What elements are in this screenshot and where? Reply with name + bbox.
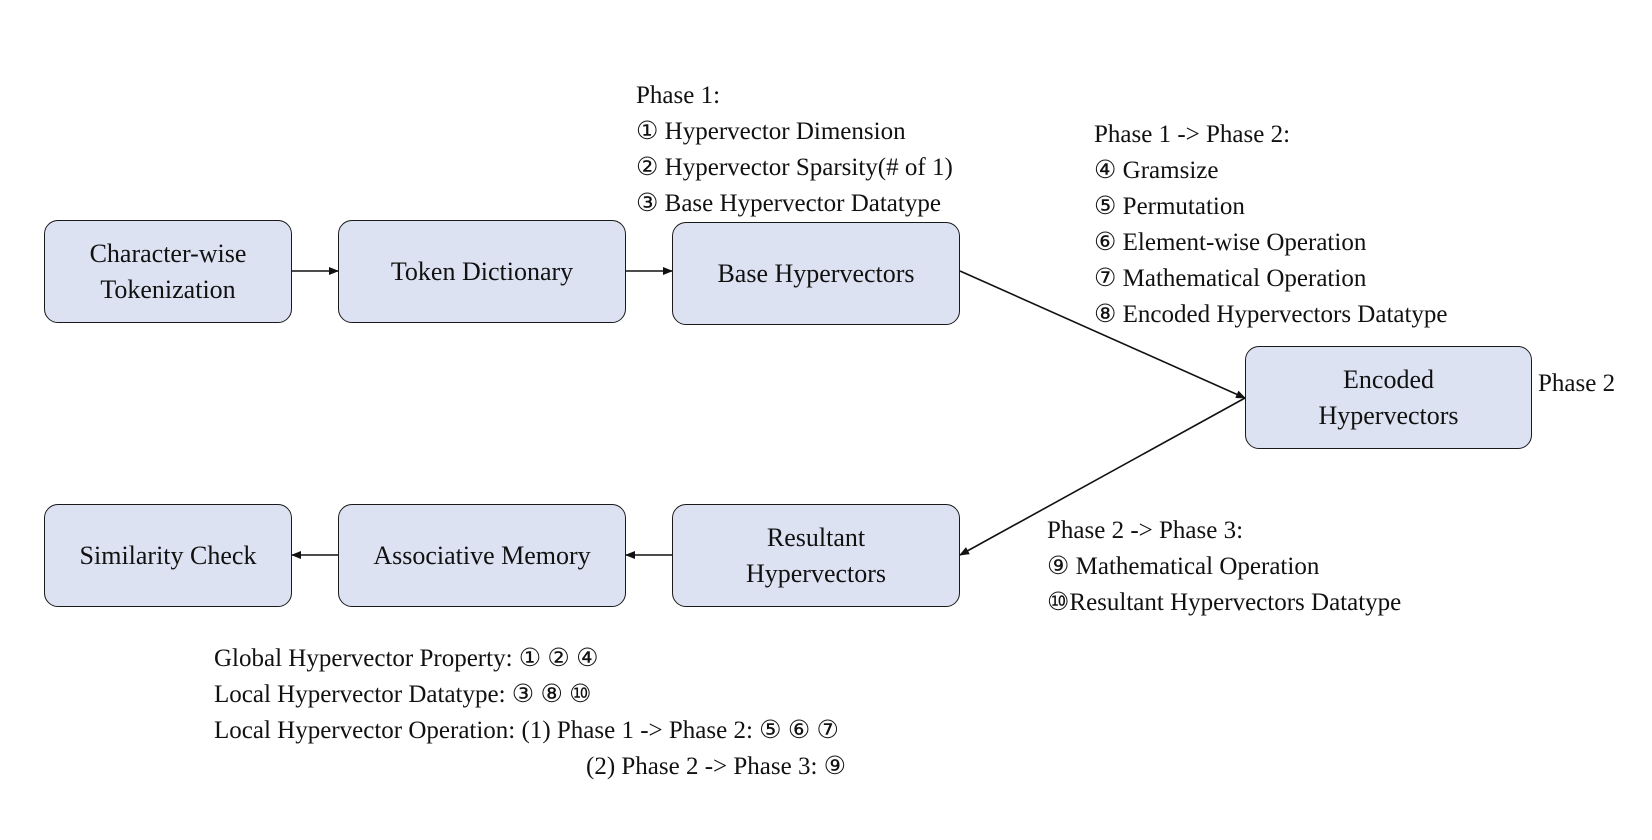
- node-similarity-check: Similarity Check: [44, 504, 292, 607]
- node-encoded-hypervectors: Encoded Hypervectors: [1245, 346, 1532, 449]
- arrow-base-to-encoded: [959, 270, 1246, 399]
- phase1-item: ② Hypervector Sparsity(# of 1): [636, 154, 953, 181]
- node-character-wise-tokenization: Character-wise Tokenization: [44, 220, 292, 323]
- phase1-2-item: ⑥ Element-wise Operation: [1094, 229, 1367, 256]
- phase1-item: ① Hypervector Dimension: [636, 118, 906, 145]
- legend-local-operation: Local Hypervector Operation: (1) Phase 1…: [214, 717, 839, 744]
- phase2-label: Phase 2: [1538, 370, 1616, 397]
- phase1-2-title: Phase 1 -> Phase 2:: [1094, 121, 1291, 148]
- phase1-to-phase2-annotation: Phase 1 -> Phase 2: ④ Gramsize ⑤ Permuta…: [1094, 117, 1448, 333]
- node-associative-memory: Associative Memory: [338, 504, 626, 607]
- arrow-encoded-to-resultant: [959, 397, 1246, 556]
- phase1-title: Phase 1:: [636, 82, 721, 109]
- phase1-item: ③ Base Hypervector Datatype: [636, 190, 941, 217]
- phase1-2-item: ⑤ Permutation: [1094, 193, 1245, 220]
- phase1-2-item: ⑧ Encoded Hypervectors Datatype: [1094, 301, 1448, 328]
- legend-local-operation-continued: (2) Phase 2 -> Phase 3: ⑨: [586, 753, 847, 780]
- phase1-2-item: ⑦ Mathematical Operation: [1094, 265, 1367, 292]
- phase2-to-phase3-annotation: Phase 2 -> Phase 3: ⑨ Mathematical Opera…: [1047, 513, 1401, 621]
- legend-global-property: Global Hypervector Property: ① ② ④: [214, 645, 599, 672]
- phase1-2-item: ④ Gramsize: [1094, 157, 1219, 184]
- node-token-dictionary: Token Dictionary: [338, 220, 626, 323]
- phase1-annotation: Phase 1: ① Hypervector Dimension ② Hyper…: [636, 78, 953, 222]
- phase2-3-title: Phase 2 -> Phase 3:: [1047, 517, 1244, 544]
- phase2-3-item: ⑩Resultant Hypervectors Datatype: [1047, 589, 1402, 616]
- node-base-hypervectors: Base Hypervectors: [672, 222, 960, 325]
- legend-annotation: Global Hypervector Property: ① ② ④ Local…: [214, 641, 846, 785]
- legend-local-datatype: Local Hypervector Datatype: ③ ⑧ ⑩: [214, 681, 592, 708]
- phase2-3-item: ⑨ Mathematical Operation: [1047, 553, 1320, 580]
- node-resultant-hypervectors: Resultant Hypervectors: [672, 504, 960, 607]
